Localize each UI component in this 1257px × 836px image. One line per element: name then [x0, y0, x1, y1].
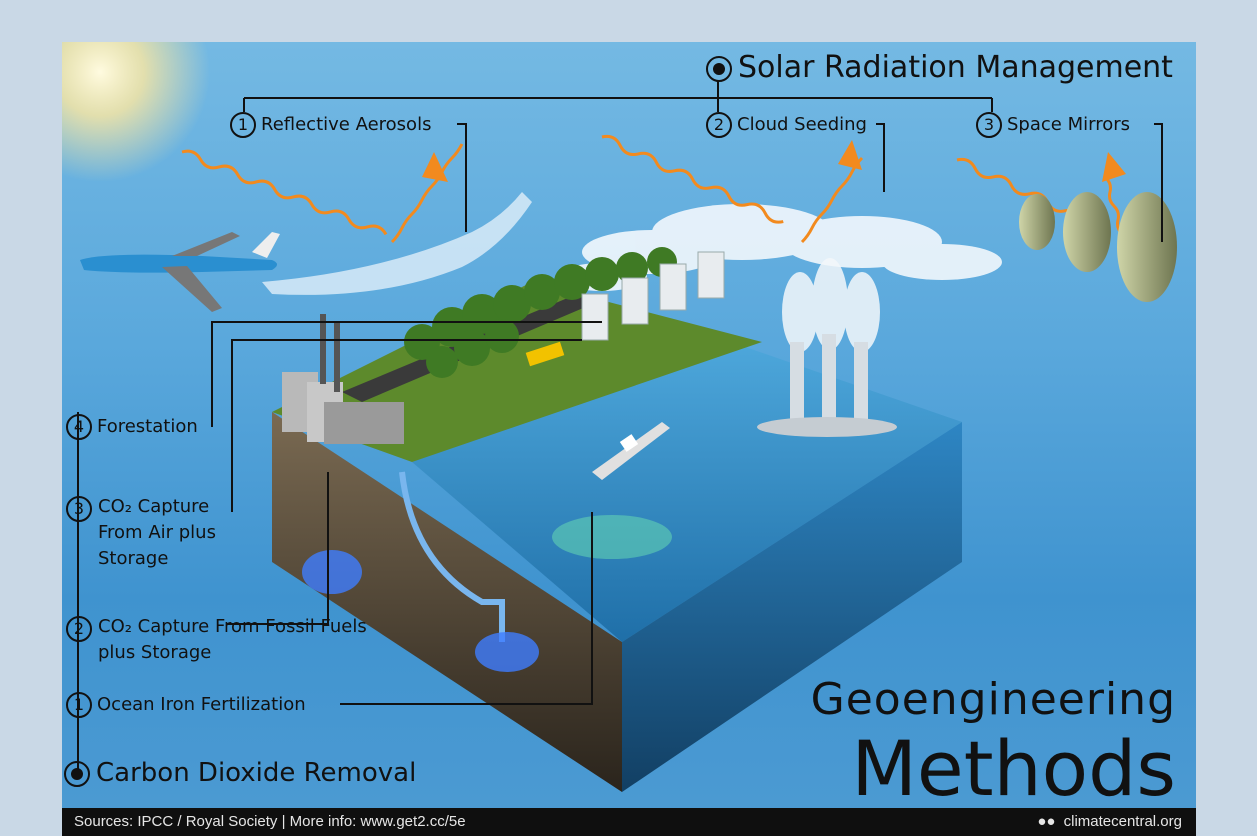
- srm-item-1-label: Reflective Aerosols: [261, 114, 432, 135]
- co2-storage-1: [302, 550, 362, 594]
- illustration: [62, 42, 1177, 792]
- cdr-item-2-label: CO₂ Capture From Fossil Fuels plus Stora…: [98, 616, 367, 663]
- srm-item-2-label: Cloud Seeding: [737, 114, 867, 135]
- sun: [62, 42, 210, 182]
- power-plant: [282, 314, 404, 444]
- cdr-item-3: 3 CO₂ Capture From Air plus Storage: [66, 494, 246, 572]
- number-badge: 1: [66, 692, 92, 718]
- headline-line-1: Geoengineering: [810, 674, 1176, 725]
- footer-bar: Sources: IPCC / Royal Society | More inf…: [62, 808, 1196, 836]
- footer-brand: ●● climatecentral.org: [1033, 813, 1182, 830]
- number-badge: 4: [66, 414, 92, 440]
- number-badge: 2: [706, 112, 732, 138]
- number-badge: 3: [66, 496, 92, 522]
- steam: [782, 258, 880, 352]
- cdr-item-1-label: Ocean Iron Fertilization: [97, 694, 306, 715]
- solar-rays: [181, 134, 1132, 264]
- ocean-side: [622, 422, 962, 792]
- ship: [592, 422, 670, 480]
- headline-line-2: Methods: [851, 724, 1176, 813]
- co2-storage-2: [475, 632, 539, 672]
- air-capture-units: [581, 251, 725, 341]
- cloud-seeding-towers: [757, 334, 897, 437]
- forest: [404, 247, 677, 378]
- srm-item-3-label: Space Mirrors: [1007, 114, 1130, 135]
- number-badge: 3: [976, 112, 1002, 138]
- footer-sources: Sources: IPCC / Royal Society | More inf…: [74, 813, 466, 830]
- aerosol-plume: [262, 192, 532, 295]
- climate-central-logo-icon: ●●: [1037, 813, 1056, 830]
- number-badge: 2: [66, 616, 92, 642]
- srm-title-text: Solar Radiation Management: [738, 50, 1173, 85]
- ray-arrowheads: [422, 140, 1126, 182]
- cdr-title-text: Carbon Dioxide Removal: [96, 758, 417, 788]
- cdr-item-3-label: CO₂ Capture From Air plus Storage: [98, 496, 216, 569]
- soil-front: [272, 412, 622, 792]
- cdr-title: Carbon Dioxide Removal: [64, 758, 416, 788]
- filled-bullet-icon: [64, 760, 90, 787]
- srm-title: Solar Radiation Management: [706, 50, 1173, 85]
- footer-brand-text: climatecentral.org: [1063, 813, 1182, 830]
- filled-bullet-icon: [706, 55, 732, 82]
- bus: [525, 341, 565, 367]
- number-badge: 1: [230, 112, 256, 138]
- cdr-item-4-label: Forestation: [97, 416, 198, 437]
- iron-bloom: [552, 515, 672, 559]
- airplane: [80, 232, 280, 312]
- cdr-item-2: 2 CO₂ Capture From Fossil Fuels plus Sto…: [66, 614, 416, 666]
